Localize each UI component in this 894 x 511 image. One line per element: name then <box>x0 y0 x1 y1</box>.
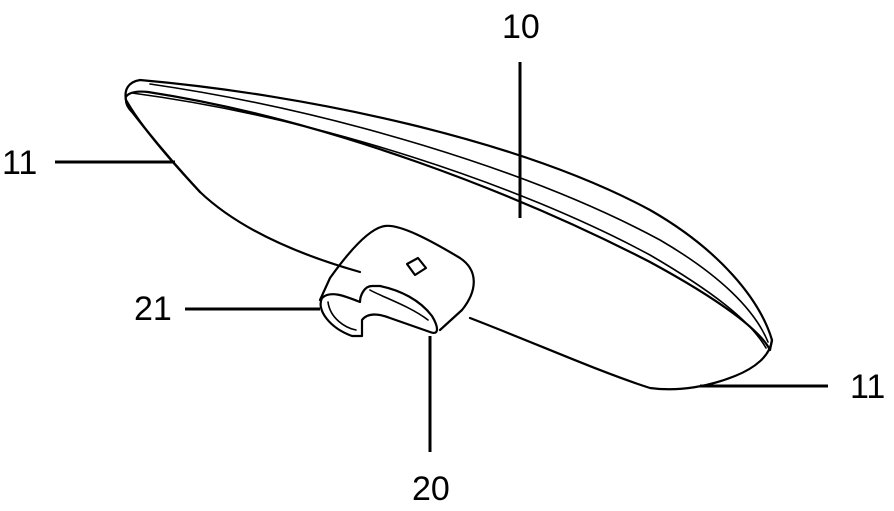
left-corner <box>124 98 202 194</box>
top-surface-outline <box>124 78 774 352</box>
label-11-right: 11 <box>850 368 885 406</box>
connector-housing <box>318 224 475 332</box>
leader-lines <box>55 62 828 452</box>
reference-labels: 10 11 11 21 20 <box>2 8 885 508</box>
label-21: 21 <box>134 290 172 328</box>
connector-inner <box>327 301 357 331</box>
device-body <box>124 78 774 391</box>
label-10: 10 <box>502 8 540 46</box>
connector-key-mark <box>405 256 428 277</box>
label-11-left: 11 <box>2 144 37 182</box>
label-20: 20 <box>412 470 450 508</box>
rim-line-1 <box>149 83 769 343</box>
connector <box>318 224 475 338</box>
connector-inner-2 <box>369 289 429 321</box>
rim-line-2 <box>131 92 767 349</box>
connector-opening <box>319 284 439 338</box>
lower-body-outline <box>124 98 774 391</box>
